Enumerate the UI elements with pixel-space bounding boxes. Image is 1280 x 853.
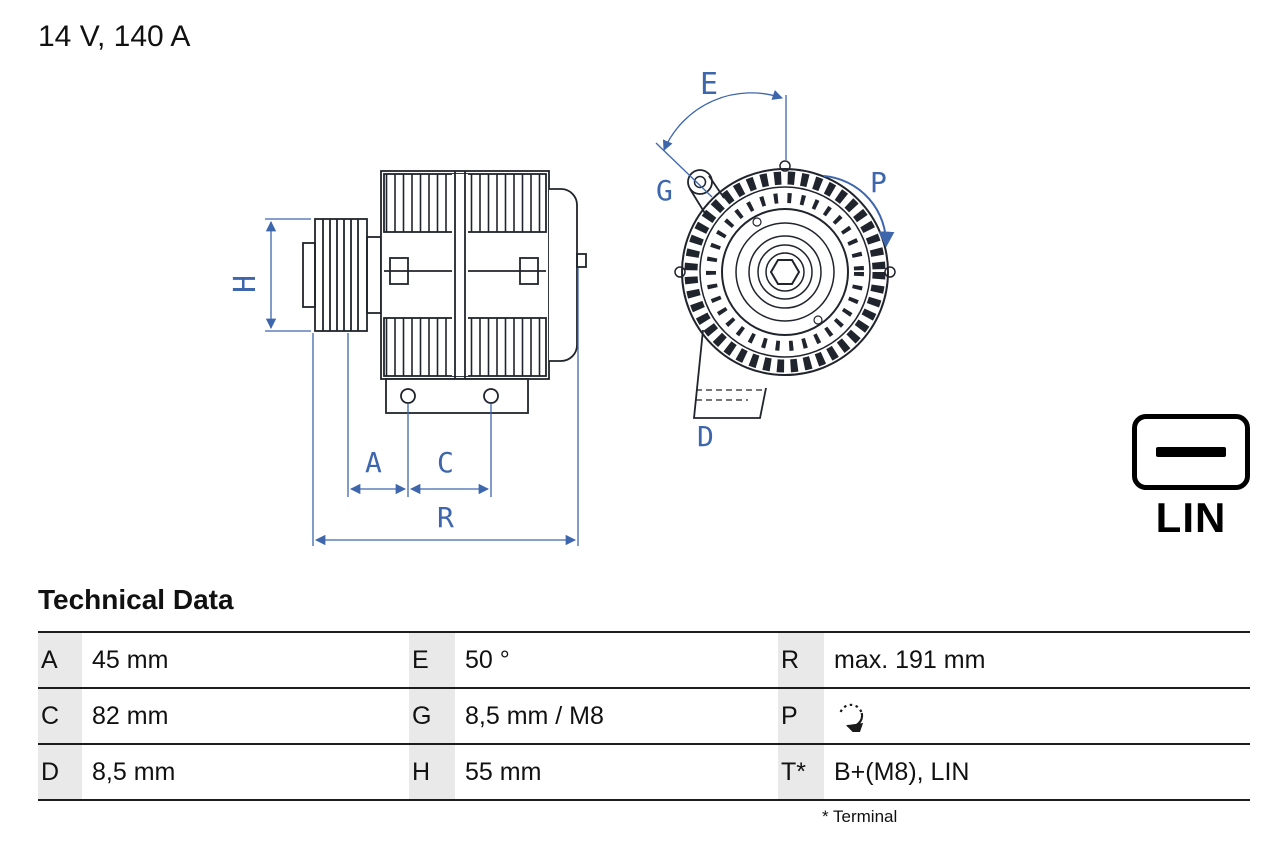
shaft-nut	[769, 259, 801, 285]
dimension-label-c: C	[437, 446, 454, 479]
table-key-cell: E	[409, 633, 455, 687]
housing-body	[380, 170, 587, 380]
pulley	[302, 218, 382, 332]
front-view-drawing	[674, 160, 896, 419]
table-key-cell: C	[38, 689, 82, 743]
lin-label: LIN	[1155, 494, 1227, 541]
table-key-cell: T*	[778, 745, 824, 799]
side-view-dimensions	[265, 218, 579, 546]
table-value-cell: 8,5 mm	[82, 745, 409, 799]
mounting-lug	[687, 169, 725, 216]
dimension-label-g: G	[656, 174, 673, 207]
lin-badge: LIN	[1130, 414, 1252, 542]
table-value-cell: 50 °	[455, 633, 778, 687]
table-key-cell: D	[38, 745, 82, 799]
table-key-cell: R	[778, 633, 824, 687]
mounting-feet	[385, 378, 529, 414]
technical-data-table: A 45 mm E 50 ° R max. 191 mm C 82 mm G 8…	[38, 631, 1250, 827]
table-value-cell	[824, 689, 1250, 743]
table-key-cell: H	[409, 745, 455, 799]
table-value-cell: 45 mm	[82, 633, 409, 687]
alternator-drawing: H A C R	[228, 67, 896, 546]
table-row: D 8,5 mm H 55 mm T* B+(M8), LIN	[38, 745, 1250, 801]
dimension-label-d: D	[697, 420, 714, 453]
dimension-label-p: P	[870, 166, 887, 199]
dimension-label-h: H	[228, 275, 263, 293]
dimension-label-r: R	[437, 501, 454, 534]
table-row: A 45 mm E 50 ° R max. 191 mm	[38, 633, 1250, 689]
lin-connector-bar	[1156, 447, 1226, 457]
side-view-drawing	[302, 170, 587, 414]
rotation-clockwise-icon	[839, 703, 864, 732]
front-foot	[693, 329, 767, 419]
table-value-cell: B+(M8), LIN	[824, 745, 1250, 799]
table-key-cell: G	[409, 689, 455, 743]
table-value-cell: 55 mm	[455, 745, 778, 799]
page-title: 14 V, 140 A	[38, 20, 191, 53]
table-key-cell: A	[38, 633, 82, 687]
table-row: C 82 mm G 8,5 mm / M8 P	[38, 689, 1250, 745]
table-key-cell: P	[778, 689, 824, 743]
front-view-dimensions	[655, 90, 895, 248]
table-value-cell: 8,5 mm / M8	[455, 689, 778, 743]
table-value-cell: 82 mm	[82, 689, 409, 743]
dimension-label-e: E	[700, 67, 718, 102]
table-value-cell: max. 191 mm	[824, 633, 1250, 687]
dimension-label-a: A	[365, 446, 382, 479]
lin-connector-icon	[1132, 414, 1250, 490]
table-title: Technical Data	[38, 584, 234, 615]
terminal-footnote: * Terminal	[822, 807, 898, 826]
